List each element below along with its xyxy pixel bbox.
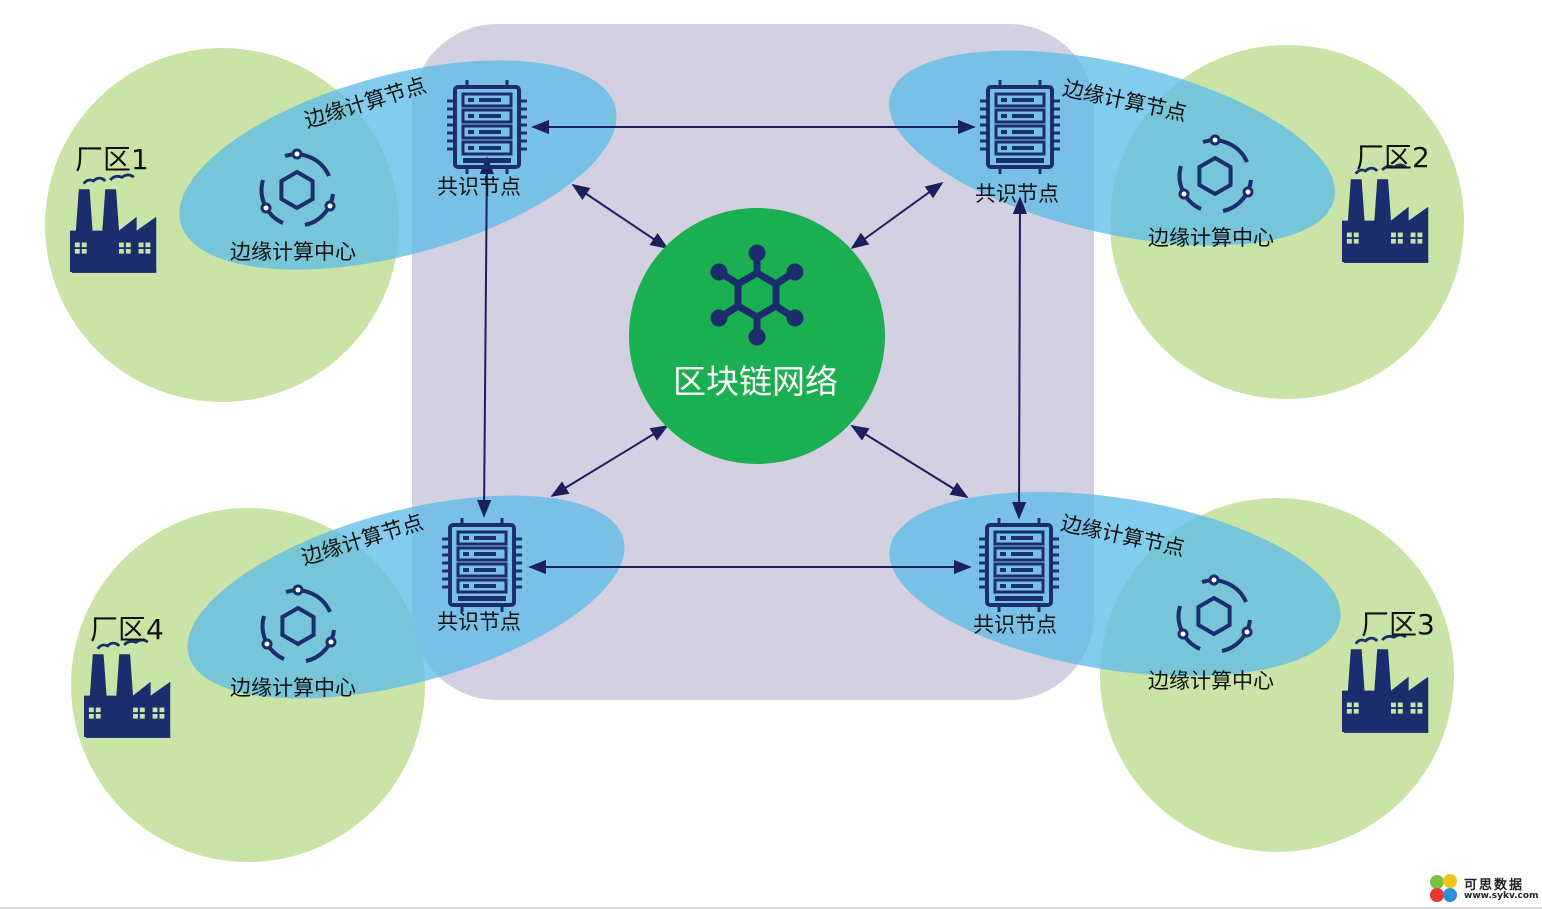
plant-3-label: 厂区3 — [1361, 608, 1435, 641]
edge-center-4-label: 边缘计算中心 — [230, 676, 356, 700]
consensus-node-3-label: 共识节点 — [973, 613, 1057, 637]
link-node1-network — [571, 183, 669, 250]
edge-ellipse-2 — [889, 50, 1335, 246]
footer-divider — [0, 907, 1542, 909]
link-node2-network — [850, 181, 944, 250]
plant-1-label: 厂区1 — [75, 143, 149, 176]
plant-2-label: 厂区2 — [1356, 141, 1430, 174]
edge-center-3-label: 边缘计算中心 — [1148, 669, 1274, 693]
network-hub-icon — [710, 244, 804, 346]
watermark-logo: 可思数据 www.sykv.com — [1428, 873, 1540, 905]
consensus-node-1-label: 共识节点 — [437, 175, 521, 199]
edge-center-1-label: 边缘计算中心 — [230, 240, 356, 264]
link-node1-node4 — [476, 156, 495, 518]
edge-ellipse-1 — [179, 60, 617, 270]
watermark-logo-icon — [1430, 874, 1457, 902]
watermark-url: www.sykv.com — [1464, 891, 1539, 901]
watermark-name: 可思数据 — [1464, 878, 1525, 893]
edge-center-2-label: 边缘计算中心 — [1148, 226, 1274, 250]
link-node2-node3 — [1011, 196, 1028, 520]
link-network-node3 — [850, 425, 969, 498]
link-network-node4 — [550, 425, 669, 497]
consensus-node-2-label: 共识节点 — [975, 182, 1059, 206]
consensus-node-4-label: 共识节点 — [437, 610, 521, 634]
plant-4-label: 厂区4 — [90, 613, 164, 646]
blockchain-network-label: 区块链网络 — [673, 362, 838, 401]
